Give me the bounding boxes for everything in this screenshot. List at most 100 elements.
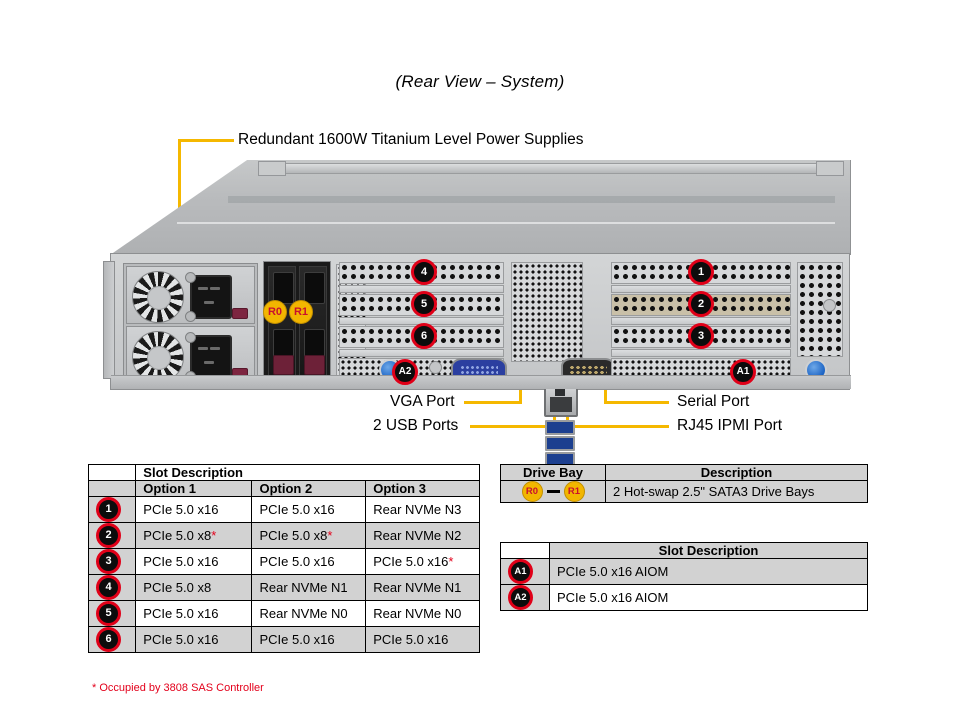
slot-badge-1: 1 — [96, 497, 121, 522]
slot-cell-text: Rear NVMe N1 — [259, 580, 348, 595]
chassis-screw — [429, 361, 442, 374]
psu-fan-top — [132, 271, 184, 323]
rear-drive-bay-group — [263, 261, 331, 385]
footnote-star: * — [448, 554, 454, 569]
slot-cell-text: PCIe 5.0 x16 — [373, 632, 449, 647]
slot-row-option2: PCIe 5.0 x8* — [251, 522, 367, 549]
table-row: A1 PCIe 5.0 x16 AIOM — [500, 558, 868, 585]
power-supply-module-bottom — [126, 326, 255, 384]
slot-row-badge: 4 — [87, 574, 137, 601]
ac-power-inlet-bottom — [190, 335, 232, 379]
chassis-badge-r0: R0 — [263, 300, 287, 324]
table-row: Option 1 Option 2 Option 3 — [87, 480, 480, 497]
table-row: A2 PCIe 5.0 x16 AIOM — [500, 584, 868, 611]
slot-cell-text: PCIe 5.0 x16 — [259, 554, 335, 569]
chassis-screw — [823, 299, 836, 312]
figure-title: (Rear View – System) — [395, 72, 565, 91]
chassis-badge-a1: A1 — [730, 359, 756, 385]
slot-description-table: Slot Description Option 1 Option 2 Optio… — [87, 464, 480, 653]
slot-row-option1: PCIe 5.0 x8 — [135, 574, 253, 601]
psu-fan-hub — [147, 286, 171, 310]
slot-row-option2: Rear NVMe N1 — [251, 574, 367, 601]
chassis-badge-5: 5 — [411, 291, 437, 317]
rj45-contacts — [550, 397, 572, 412]
slot-cell-text: PCIe 5.0 x16 — [259, 632, 335, 647]
aiom-row-description: PCIe 5.0 x16 AIOM — [549, 584, 868, 611]
usb-port-1[interactable] — [545, 420, 575, 435]
slot-table-footnote: * Occupied by 3808 SAS Controller — [92, 682, 264, 694]
psu-screw — [185, 272, 196, 283]
slot-row-option2: PCIe 5.0 x16 — [251, 626, 367, 653]
slot-cell-text: PCIe 5.0 x16 — [259, 502, 335, 517]
chassis-badge-r1: R1 — [289, 300, 313, 324]
slot-row-option1: PCIe 5.0 x8* — [135, 522, 253, 549]
slot-cell-text: PCIe 5.0 x16 — [143, 554, 219, 569]
callout-ipmi-port: RJ45 IPMI Port — [677, 417, 783, 434]
drive-latch-r0 — [273, 355, 294, 375]
slot-row-option3: Rear NVMe N2 — [365, 522, 480, 549]
usb-port-2[interactable] — [545, 436, 575, 451]
lid-tab-right — [816, 161, 844, 176]
slot-badge-2: 2 — [96, 523, 121, 548]
slot-row-option3: Rear NVMe N3 — [365, 496, 480, 523]
drive-bay-col-bay: Drive Bay — [500, 464, 606, 481]
table-row: 6 PCIe 5.0 x16 PCIe 5.0 x16 PCIe 5.0 x16 — [87, 626, 480, 653]
slot-row-badge: 6 — [87, 626, 137, 653]
power-supply-bay-group — [123, 263, 258, 385]
leader-vga-horizontal — [464, 401, 521, 404]
ac-power-inlet-top — [190, 275, 232, 319]
footnote-star: * — [211, 528, 217, 543]
leader-serial-horizontal — [604, 401, 669, 404]
slot-row-badge: 2 — [87, 522, 137, 549]
table-row: 5 PCIe 5.0 x16 Rear NVMe N0 Rear NVMe N0 — [87, 600, 480, 627]
aiom-badge-a2: A2 — [508, 585, 533, 610]
chassis-badge-6: 6 — [411, 323, 437, 349]
slot-row-option1: PCIe 5.0 x16 — [135, 496, 253, 523]
aiom-badge-a1: A1 — [508, 559, 533, 584]
aiom-row-badge: A2 — [500, 584, 550, 611]
lid-surface — [110, 160, 851, 255]
aiom-row-badge: A1 — [500, 558, 550, 585]
leader-usb-horizontal — [470, 425, 555, 428]
slot-row-badge: 1 — [87, 496, 137, 523]
slot-cell-text: PCIe 5.0 x16 — [143, 632, 219, 647]
chassis-bottom-rail — [111, 375, 851, 389]
slot-table-badge-header — [87, 480, 137, 497]
callout-power-supplies: Redundant 1600W Titanium Level Power Sup… — [238, 131, 584, 148]
slot-cell-text: PCIe 5.0 x8 — [259, 528, 328, 543]
slot-row-option1: PCIe 5.0 x16 — [135, 600, 253, 627]
drive-badge-r1: R1 — [563, 481, 585, 502]
badge-range-dash — [546, 490, 560, 493]
psu-screw — [185, 332, 196, 343]
slot-badge-6: 6 — [96, 627, 121, 652]
psu-fan-bottom — [132, 331, 184, 383]
lid-highlight — [176, 222, 836, 224]
aiom-table-corner-cell — [500, 542, 550, 559]
chassis-badge-2: 2 — [688, 291, 714, 317]
psu-screw — [185, 311, 196, 322]
slot-row-option3: Rear NVMe N1 — [365, 574, 480, 601]
pcie-slot-plate-3 — [611, 349, 791, 357]
lid-seam — [228, 196, 836, 203]
rj45-ipmi-port[interactable] — [544, 387, 578, 417]
slot-row-option1: PCIe 5.0 x16 — [135, 626, 253, 653]
psu-release-latch-top — [232, 308, 248, 319]
slot-cell-text: Rear NVMe N3 — [373, 502, 462, 517]
table-row: 4 PCIe 5.0 x8 Rear NVMe N1 Rear NVMe N1 — [87, 574, 480, 601]
table-row: Slot Description — [500, 542, 868, 559]
leader-psu-horizontal — [178, 139, 234, 142]
callout-usb-ports: 2 USB Ports — [373, 417, 459, 434]
lid-rail — [272, 163, 823, 174]
slot-row-option3: PCIe 5.0 x16 — [365, 626, 480, 653]
slot-row-badge: 5 — [87, 600, 137, 627]
aiom-slot-table: Slot Description A1 PCIe 5.0 x16 AIOM A2… — [500, 542, 868, 611]
chassis-badge-1: 1 — [688, 259, 714, 285]
table-row: Slot Description — [87, 464, 480, 481]
aiom-table-title: Slot Description — [549, 542, 868, 559]
slot-row-option3: Rear NVMe N0 — [365, 600, 480, 627]
slot-row-badge: 3 — [87, 548, 137, 575]
chassis-rear-face — [103, 253, 851, 467]
callout-vga-port: VGA Port — [390, 393, 455, 410]
